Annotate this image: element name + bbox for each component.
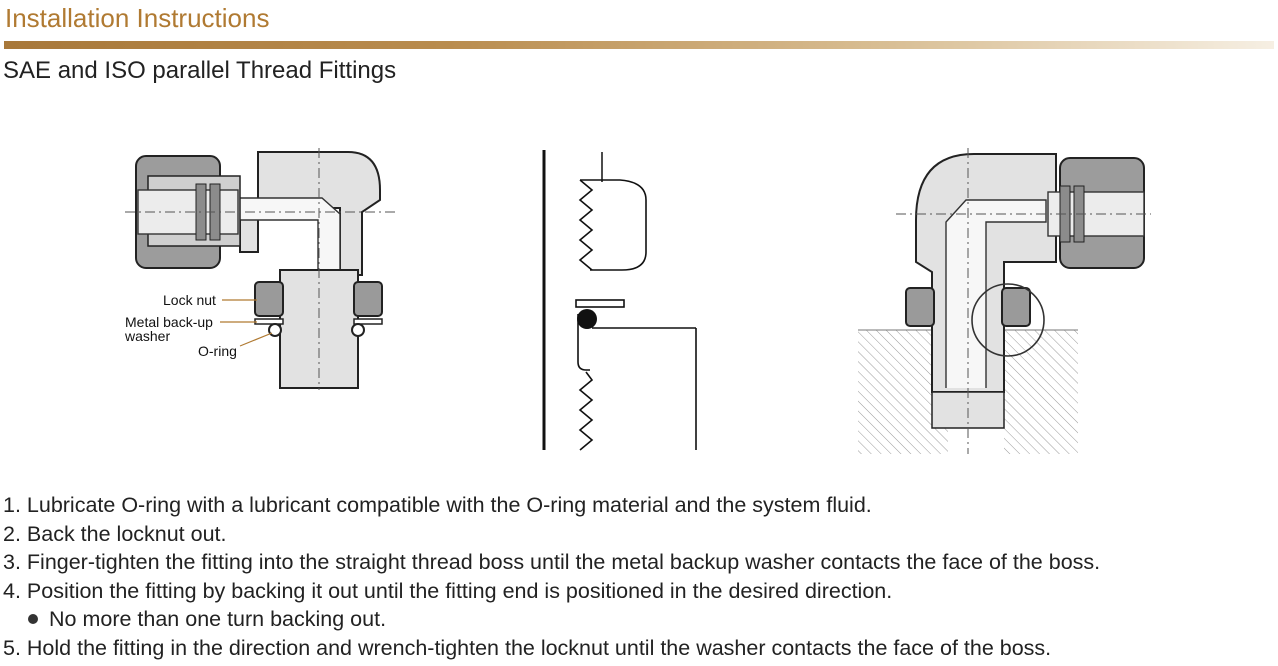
sub-bullet-item: No more than one turn backing out. xyxy=(3,605,1273,634)
installed-fitting-diagram xyxy=(858,148,1151,454)
step-3: 3. Finger-tighten the fitting into the s… xyxy=(3,550,1101,575)
lock-nut-right xyxy=(353,281,383,317)
backup-washer xyxy=(254,318,284,325)
installed-lock-nut-left xyxy=(905,287,935,327)
installed-lock-nut-right xyxy=(1001,287,1031,327)
instruction-list: 1. Lubricate O-ring with a lubricant com… xyxy=(3,491,1273,663)
step-5: 5. Hold the fitting in the direction and… xyxy=(3,635,1052,660)
nut-profile xyxy=(580,179,647,271)
step-4: 4. Position the fitting by backing it ou… xyxy=(3,578,893,603)
o-ring xyxy=(268,323,282,337)
title-divider xyxy=(4,41,1274,49)
lock-nut xyxy=(254,281,284,317)
page-title: Installation Instructions xyxy=(5,3,270,33)
washer-profile xyxy=(575,299,625,308)
o-ring-label: O-ring xyxy=(198,343,237,359)
thread-profile-lower xyxy=(578,371,594,451)
thread-detail-diagram xyxy=(542,150,697,451)
bullet-icon xyxy=(28,613,38,624)
section-subtitle: SAE and ISO parallel Thread Fittings xyxy=(3,57,397,84)
sub-bullet-text: No more than one turn backing out. xyxy=(49,607,387,632)
thread-profile-upper xyxy=(578,179,594,271)
lock-nut-label: Lock nut xyxy=(163,292,216,308)
detail-callout-circle xyxy=(971,283,1045,357)
boss-right xyxy=(1004,330,1078,454)
washer-label-line2: washer xyxy=(124,328,170,344)
step-1: 1. Lubricate O-ring with a lubricant com… xyxy=(3,493,872,517)
washer-label-line1: Metal back-up xyxy=(125,314,213,330)
o-ring-section xyxy=(577,309,597,329)
elbow-fitting-diagram: Lock nut Metal back-up washer O-ring xyxy=(124,148,395,390)
step-2: 2. Back the locknut out. xyxy=(3,521,227,546)
